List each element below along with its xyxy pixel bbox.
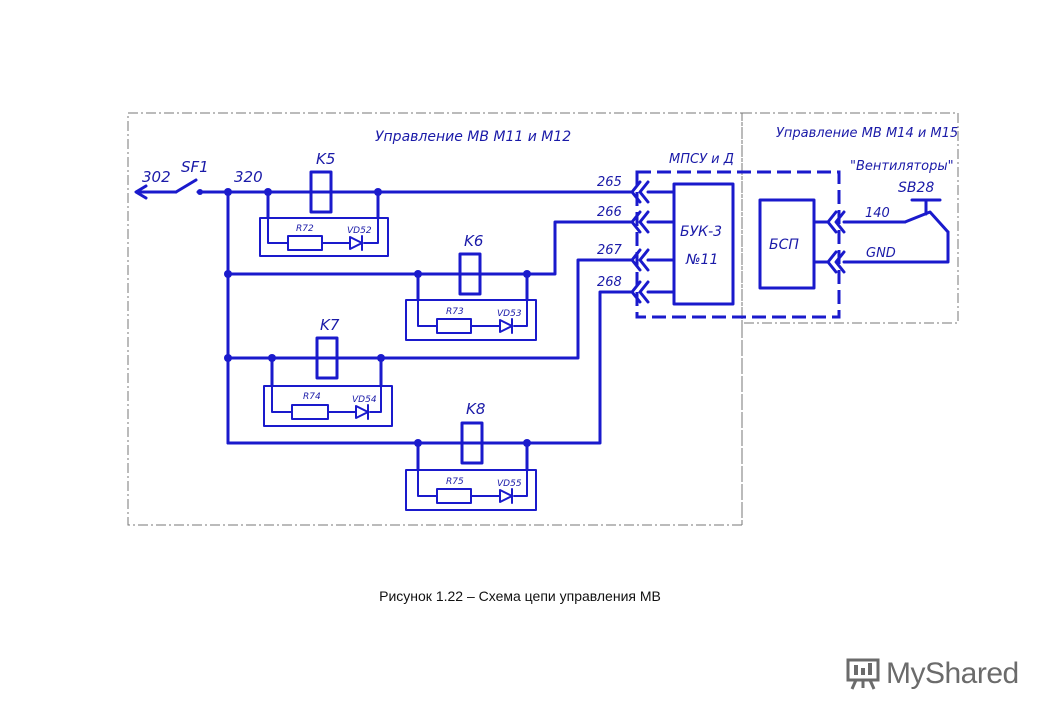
wire-268 [226, 290, 622, 445]
frame-left-title: Управление МВ М11 и М12 [375, 129, 571, 145]
wire-140-label: 140 [865, 206, 890, 221]
switch-sf1 [174, 178, 198, 194]
frame-left [127, 112, 743, 526]
frame-right [741, 112, 959, 324]
relay-k8-coil [460, 421, 484, 465]
r72-label: R72 [296, 224, 314, 234]
k7-inner [271, 385, 382, 413]
relay-k7-coil [315, 336, 339, 380]
k7-protect-loop [270, 356, 383, 388]
k8-protect-loop [416, 441, 529, 472]
presentation-board-icon [846, 658, 880, 690]
k8-inner [417, 469, 528, 497]
bsp-out-gnd [812, 230, 950, 274]
wire-266 [226, 220, 622, 276]
r75-label: R75 [446, 477, 464, 487]
sb28-label: SB28 [898, 180, 934, 196]
vd53-label: VD53 [497, 309, 522, 319]
k5-protect-box [259, 217, 389, 257]
wire-320-label: 320 [234, 168, 263, 186]
vd52-label: VD52 [347, 226, 372, 236]
pin-268-label: 268 [597, 275, 622, 290]
k7-protect-box [263, 385, 393, 427]
r73-resistor [436, 318, 472, 334]
wire-302-label: 302 [142, 168, 171, 186]
figure-caption: Рисунок 1.22 – Схема цепи управления МВ [379, 588, 661, 604]
r74-label: R74 [303, 392, 321, 402]
r73-label: R73 [446, 307, 464, 317]
sf1-label: SF1 [181, 158, 209, 176]
relay-k7-label: K7 [320, 316, 340, 334]
junction-dots [197, 188, 531, 447]
k6-inner [417, 299, 528, 327]
watermark-text: MyShared [886, 657, 1019, 690]
vd55-diode [499, 488, 513, 504]
r75-resistor [436, 488, 472, 504]
bsp-box [758, 198, 816, 290]
connector-266 [618, 210, 676, 234]
connector-268 [618, 280, 676, 304]
connector-265 [618, 180, 676, 204]
mpsu-label: МПСУ и Д [669, 152, 734, 167]
frame-right-title: Управление МВ М14 и М15 [776, 126, 958, 141]
relay-k6-coil [458, 252, 482, 296]
relay-k5-coil [309, 170, 333, 214]
vd55-label: VD55 [497, 479, 522, 489]
k6-protect-loop [416, 272, 529, 302]
k5-protect-loop [266, 190, 380, 220]
buk3-number: №11 [685, 252, 718, 268]
wire-267 [226, 258, 622, 360]
input-arrow [134, 184, 148, 200]
k8-protect-box [405, 469, 537, 511]
sb28-button [903, 198, 950, 234]
mpsu-box [635, 170, 841, 319]
relay-k6-label: K6 [464, 232, 483, 250]
pin-265-label: 265 [597, 175, 622, 190]
bsp-label: БСП [769, 237, 799, 253]
watermark-logo: MyShared [846, 654, 1019, 694]
vd52-diode [349, 235, 363, 251]
k5-inner [267, 217, 379, 244]
wire-gnd-label: GND [866, 246, 896, 261]
buk3-box [672, 182, 735, 306]
buk3-label: БУК-3 [680, 224, 722, 240]
connector-267 [618, 248, 676, 272]
r72-resistor [287, 235, 323, 251]
pin-266-label: 266 [597, 205, 622, 220]
r74-resistor [291, 404, 329, 420]
vd53-diode [499, 318, 513, 334]
relay-k5-label: K5 [316, 150, 335, 168]
vd54-label: VD54 [352, 395, 377, 405]
vd54-diode [355, 404, 369, 420]
bsp-out-140 [812, 210, 907, 234]
pin-267-label: 267 [597, 243, 623, 258]
relay-k8-label: K8 [466, 400, 485, 418]
k6-protect-box [405, 299, 537, 341]
fans-label: "Вентиляторы" [850, 159, 954, 174]
